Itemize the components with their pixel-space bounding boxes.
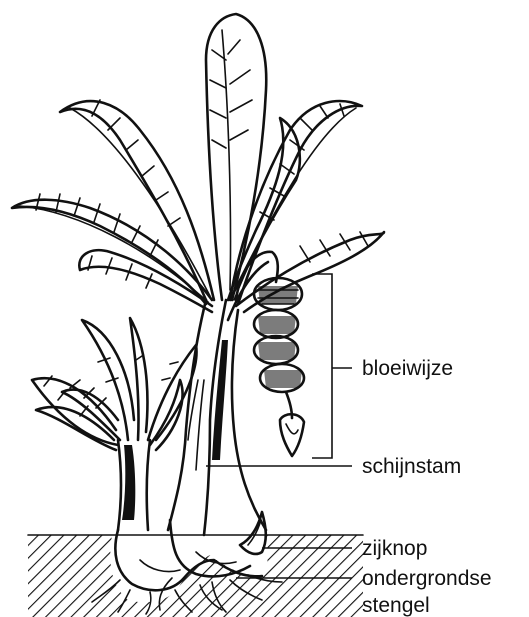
banana-hand — [254, 278, 302, 310]
inflorescence — [228, 252, 304, 456]
banana-hand — [254, 336, 298, 364]
pseudostem — [168, 300, 266, 535]
banana-hand — [260, 364, 304, 392]
main-leaves — [12, 14, 384, 312]
inflorescence-bracket — [312, 274, 352, 458]
banana-hand — [254, 310, 298, 338]
label-schijnstam: schijnstam — [362, 455, 461, 478]
label-ondergrondse: ondergrondse — [362, 567, 492, 590]
label-bloeiwijze: bloeiwijze — [362, 357, 453, 380]
label-stengel: stengel — [362, 594, 430, 617]
sucker-plant — [32, 318, 197, 530]
label-zijknop: zijknop — [362, 537, 427, 560]
